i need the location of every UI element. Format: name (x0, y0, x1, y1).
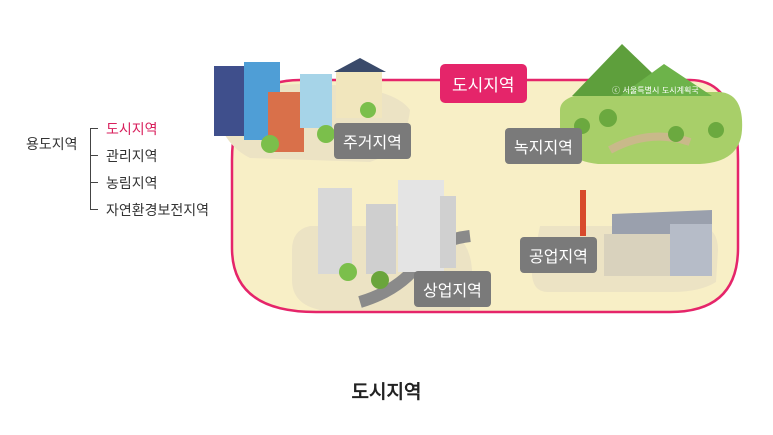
tree-item-management: 관리지역 (106, 149, 158, 165)
green-path (608, 132, 692, 154)
tree (360, 102, 376, 118)
urban-area-title: 도시지역 (440, 64, 527, 103)
tree-item-urban: 도시지역 (106, 122, 158, 138)
tree-tick (91, 209, 98, 210)
tree (371, 271, 389, 289)
office-building (440, 196, 456, 268)
tree-item-agricultural: 농림지역 (106, 176, 158, 192)
tree-bracket (90, 128, 99, 210)
zone-label-industrial: 공업지역 (520, 237, 597, 273)
zone-label-commercial: 상업지역 (414, 271, 491, 307)
diagram-caption: 도시지역 (351, 381, 422, 403)
tree (317, 125, 335, 143)
tree-tick (91, 182, 98, 183)
office-building (366, 204, 396, 274)
tree-root-label: 용도지역 (26, 137, 78, 153)
house-roof (334, 58, 386, 72)
copyright-text: ⓒ 서울특별시 도시계획국 (612, 86, 699, 95)
house-building (214, 66, 244, 136)
tree-item-nature-conservation: 자연환경보전지역 (106, 203, 210, 219)
zone-label-residential: 주거지역 (334, 123, 411, 159)
smokestack (580, 190, 586, 236)
tree (339, 263, 357, 281)
factory-building (670, 224, 712, 276)
tree (708, 122, 724, 138)
house-building (300, 74, 332, 128)
zone-label-green: 녹지지역 (505, 128, 582, 164)
urban-area-diagram: 도시지역 ⓒ 서울특별시 도시계획국 주거지역 녹지지역 상업지역 공업지역 (214, 44, 743, 314)
tree-tick (91, 128, 98, 129)
tree (261, 135, 279, 153)
mountain (620, 64, 712, 96)
office-building (318, 188, 352, 274)
tree (599, 109, 617, 127)
office-building (398, 180, 444, 272)
tree-tick (91, 155, 98, 156)
urban-area-illustration (214, 44, 743, 314)
factory-building (604, 234, 670, 276)
tree (668, 126, 684, 142)
